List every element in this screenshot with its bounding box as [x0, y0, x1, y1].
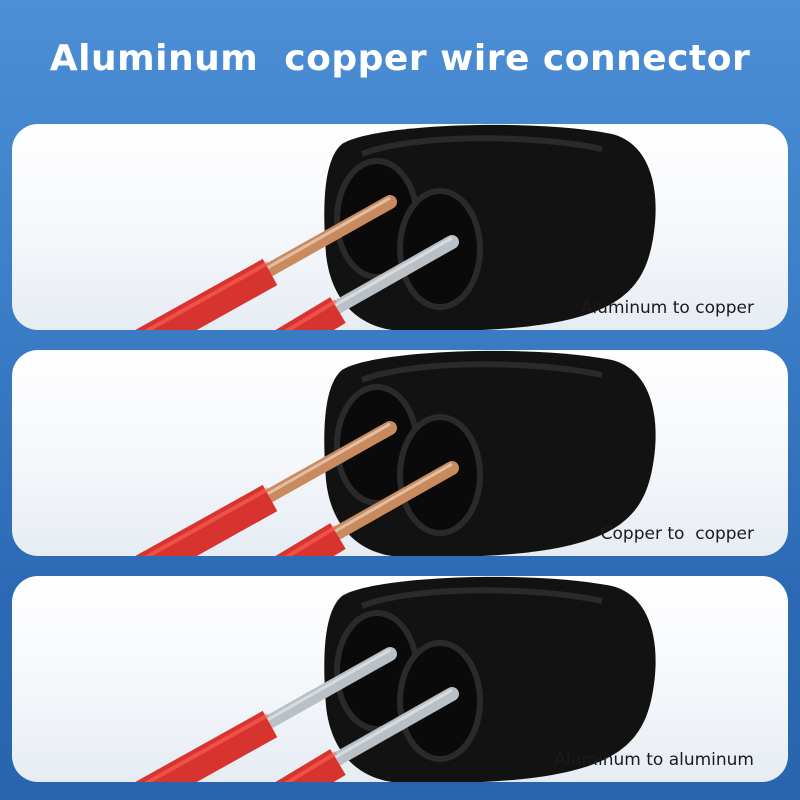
wire-upper — [135, 647, 397, 782]
panel-caption: Copper to copper — [600, 524, 754, 544]
panel-aluminum-to-copper: Aluminum to copper — [12, 124, 788, 330]
wire-lower — [275, 687, 459, 782]
connector-illustration — [135, 124, 656, 330]
connector-illustration — [135, 576, 656, 782]
wire-upper — [135, 195, 397, 330]
connector-body — [324, 124, 656, 330]
panel-aluminum-to-aluminum: Aluminum to aluminum — [12, 576, 788, 782]
connector-body — [324, 350, 656, 556]
wire-upper — [135, 421, 397, 556]
page-title: Aluminum copper wire connector — [49, 38, 751, 79]
wire-lower — [275, 461, 459, 556]
connector-illustration — [135, 350, 656, 556]
wire-lower — [275, 235, 459, 330]
panel-caption: Aluminum to aluminum — [554, 750, 754, 770]
panel-copper-to-copper: Copper to copper — [12, 350, 788, 556]
panel-caption: Aluminum to copper — [580, 298, 754, 318]
